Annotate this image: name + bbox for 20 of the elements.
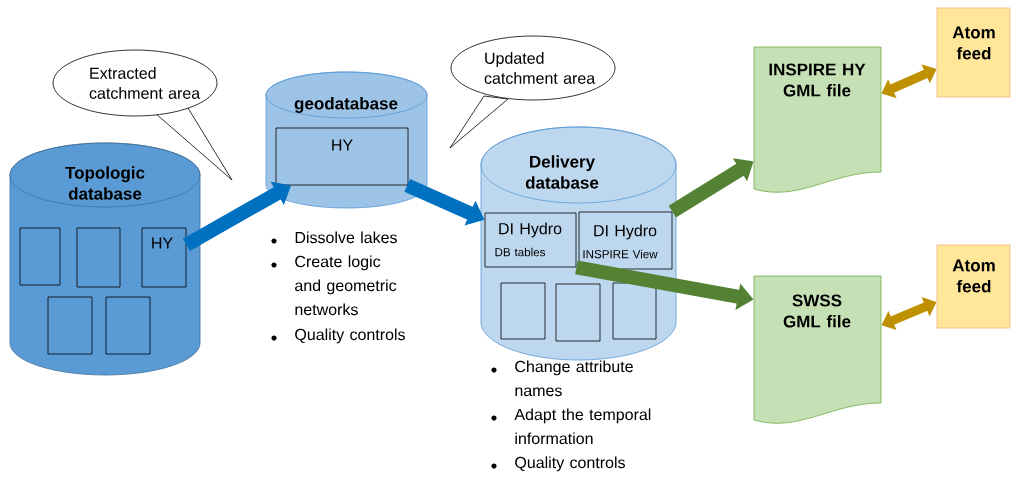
feed-box: Atom feed — [936, 7, 1011, 98]
table-box — [19, 227, 61, 286]
table-box — [47, 296, 93, 355]
bullet-text: Quality controls — [515, 456, 625, 472]
table-box — [612, 282, 657, 340]
bullet-text: Quality controls — [295, 328, 405, 344]
bullet-text: Create logic and geometric networks — [295, 255, 397, 316]
table-box — [500, 282, 546, 340]
table-box: DI Hydro INSPIRE View — [578, 211, 673, 270]
table-box — [105, 296, 151, 355]
bullet-text: Change attribute names — [515, 360, 633, 397]
bullet-text: Dissolve lakes — [295, 231, 397, 244]
table-box — [555, 283, 601, 342]
feed-box: Atom feed — [936, 244, 1011, 329]
table-box — [76, 227, 121, 288]
speech-bubble: Updated catchment area — [449, 35, 616, 149]
table-box: DI Hydro DB tables — [484, 212, 577, 268]
bullet-text: Adapt the temporal information — [514, 408, 651, 445]
table-box: HY — [275, 127, 409, 186]
table-box: HY — [141, 227, 187, 288]
